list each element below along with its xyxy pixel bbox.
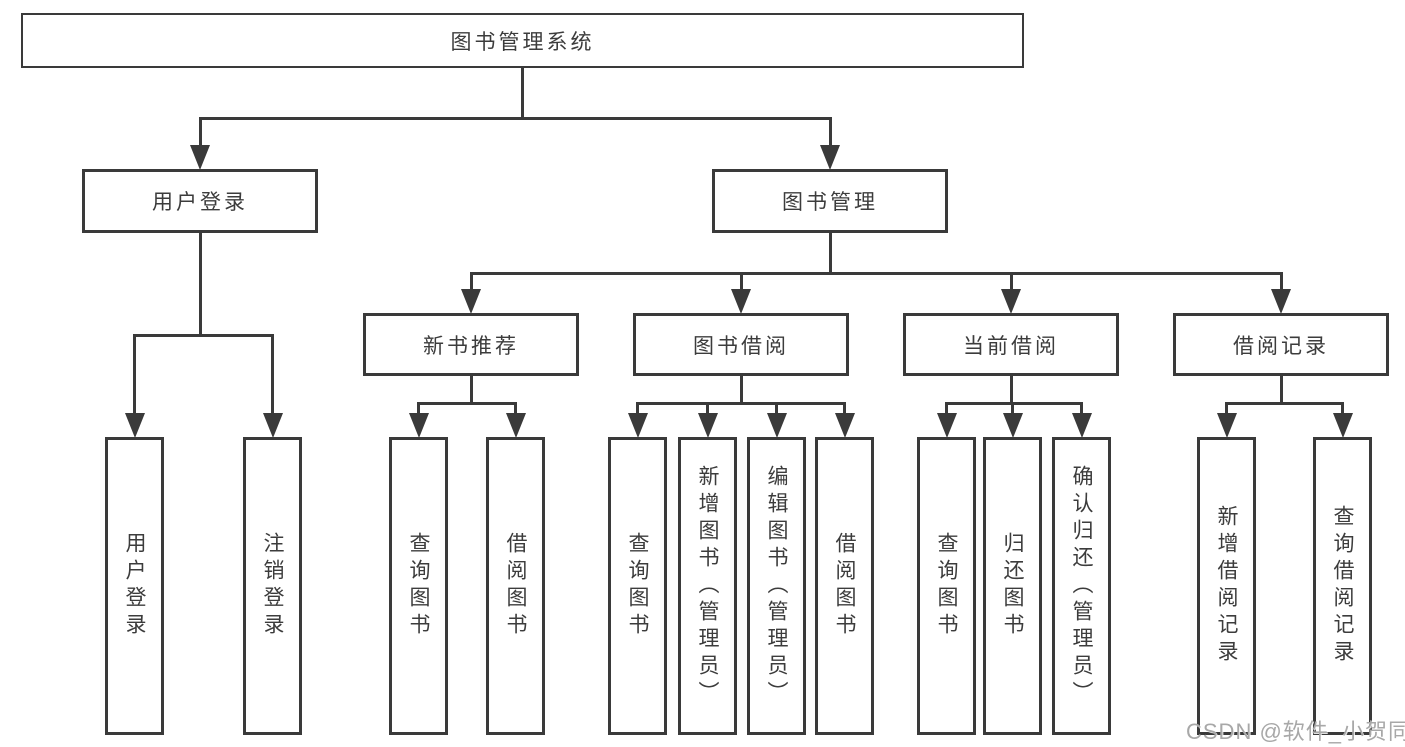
- node-bb-edit: 编辑图书（管理员）: [747, 437, 806, 735]
- node-bb-query: 查询图书: [608, 437, 667, 735]
- edge-drop-book-mgmt: [828, 118, 832, 163]
- node-label-book-mgmt: 图书管理: [782, 191, 878, 214]
- node-bb-add: 新增图书（管理员）: [678, 437, 737, 735]
- node-label-current-borrow: 当前借阅: [963, 334, 1059, 358]
- node-leaf-user-login: 用户登录: [105, 437, 164, 735]
- node-cb-query: 查询图书: [917, 437, 976, 735]
- edge-stem-current-borrow: [1009, 376, 1013, 405]
- edge-stem-system: [521, 68, 524, 120]
- arrowhead-leaf-user-login: [124, 413, 145, 438]
- arrowhead-br-add: [1216, 413, 1237, 438]
- node-new-books: 新书推荐: [363, 313, 579, 376]
- edge-split-book-borrow: [636, 401, 846, 405]
- arrowhead-bb-add: [697, 413, 718, 438]
- node-label-user-login: 用户登录: [152, 191, 248, 214]
- edge-stem-book-mgmt: [828, 233, 832, 275]
- edge-stem-book-borrow: [739, 376, 743, 405]
- edge-drop-user-login: [198, 118, 202, 163]
- arrowhead-bb-edit: [766, 413, 787, 438]
- node-system: 图书管理系统: [21, 13, 1024, 68]
- node-label-br-query: 查询借阅记录: [1331, 505, 1354, 667]
- arrowhead-new-books: [461, 289, 481, 314]
- node-leaf-logout: 注销登录: [243, 437, 302, 735]
- arrowhead-nb-borrow: [505, 413, 526, 438]
- node-label-bb-add: 新增图书（管理员）: [696, 464, 719, 708]
- edge-split-borrow-records: [1225, 401, 1344, 405]
- node-nb-query: 查询图书: [389, 437, 448, 735]
- node-borrow-records: 借阅记录: [1173, 313, 1389, 376]
- node-nb-borrow: 借阅图书: [486, 437, 545, 735]
- edge-stem-borrow-records: [1279, 376, 1283, 405]
- node-label-bb-borrow: 借阅图书: [833, 532, 856, 640]
- node-label-borrow-records: 借阅记录: [1233, 334, 1329, 358]
- node-label-cb-query: 查询图书: [935, 532, 958, 640]
- node-label-leaf-logout: 注销登录: [261, 532, 284, 640]
- edge-split-current-borrow: [945, 401, 1083, 405]
- arrowhead-current-borrow: [1001, 289, 1021, 314]
- node-label-bb-edit: 编辑图书（管理员）: [765, 464, 788, 708]
- arrowhead-cb-return: [1002, 413, 1023, 438]
- edge-stem-user-login: [198, 233, 202, 337]
- node-label-leaf-user-login: 用户登录: [123, 532, 146, 640]
- arrowhead-cb-confirm: [1071, 413, 1092, 438]
- node-bb-borrow: 借阅图书: [815, 437, 874, 735]
- arrowhead-bb-query: [627, 413, 648, 438]
- arrowhead-leaf-logout: [262, 413, 283, 438]
- node-label-system: 图书管理系统: [450, 30, 595, 54]
- node-cb-confirm: 确认归还（管理员）: [1052, 437, 1111, 735]
- arrowhead-user-login: [190, 145, 210, 170]
- node-book-borrow: 图书借阅: [633, 313, 849, 376]
- node-br-add: 新增借阅记录: [1197, 437, 1256, 735]
- node-book-mgmt: 图书管理: [712, 169, 948, 233]
- arrowhead-book-mgmt: [820, 145, 840, 170]
- node-current-borrow: 当前借阅: [903, 313, 1119, 376]
- arrowhead-br-query: [1332, 413, 1353, 438]
- edge-split-new-books: [417, 401, 517, 405]
- edge-drop-leaf-logout: [271, 335, 274, 431]
- edge-split-book-mgmt: [469, 271, 1283, 275]
- node-label-new-books: 新书推荐: [423, 334, 519, 358]
- arrowhead-nb-query: [408, 413, 429, 438]
- edge-stem-new-books: [469, 376, 473, 405]
- node-label-book-borrow: 图书借阅: [693, 334, 789, 358]
- edge-split-system: [198, 116, 832, 120]
- node-label-nb-borrow: 借阅图书: [504, 532, 527, 640]
- arrowhead-bb-borrow: [834, 413, 855, 438]
- edge-split-user-login: [133, 333, 274, 337]
- node-br-query: 查询借阅记录: [1313, 437, 1372, 735]
- node-label-cb-return: 归还图书: [1001, 532, 1024, 640]
- edge-drop-leaf-user-login: [133, 335, 136, 431]
- node-cb-return: 归还图书: [983, 437, 1042, 735]
- node-label-cb-confirm: 确认归还（管理员）: [1070, 464, 1093, 708]
- node-label-nb-query: 查询图书: [407, 532, 430, 640]
- arrowhead-borrow-records: [1271, 289, 1291, 314]
- arrowhead-cb-query: [936, 413, 957, 438]
- arrowhead-book-borrow: [731, 289, 751, 314]
- node-label-bb-query: 查询图书: [626, 532, 649, 640]
- node-label-br-add: 新增借阅记录: [1215, 505, 1238, 667]
- node-user-login: 用户登录: [82, 169, 318, 233]
- csdn-watermark: CSDN @软件_小贺同学: [1186, 719, 1405, 744]
